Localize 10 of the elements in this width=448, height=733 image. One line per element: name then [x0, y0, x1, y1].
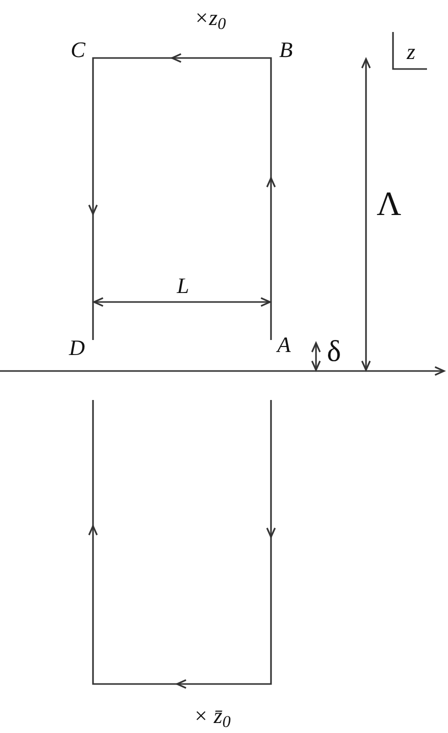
corner-label: A — [277, 334, 291, 356]
corner-label: D — [69, 337, 85, 359]
corner-label: C — [70, 39, 86, 61]
dimension-label: δ — [326, 337, 342, 367]
point-label: ×z$_{0}$ — [194, 7, 226, 29]
dimension-label: L — [176, 275, 190, 297]
dimension-label: Λ — [376, 188, 402, 222]
corner-label: B — [279, 39, 293, 61]
point-label: × z̄$_{0}$ — [193, 705, 231, 727]
plane-label: z — [406, 41, 416, 63]
